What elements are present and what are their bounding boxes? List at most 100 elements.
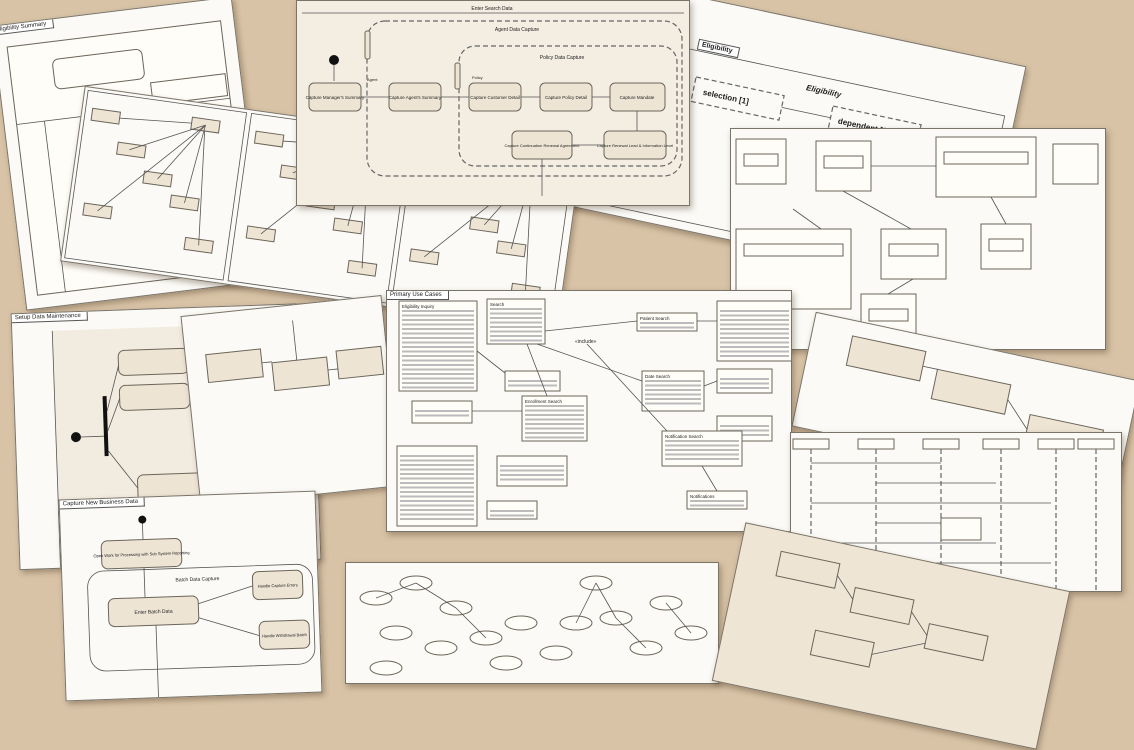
use-case-oval xyxy=(379,625,413,641)
use-case-entry xyxy=(402,337,474,339)
dependency-line xyxy=(990,196,1007,225)
strip-panel xyxy=(64,89,248,281)
region-policy: Policy Data Capture xyxy=(540,55,585,61)
lifeline-head xyxy=(1077,438,1115,450)
use-case-entry xyxy=(402,310,474,312)
association-line xyxy=(119,117,192,124)
svg-text:Capture Mandate: Capture Mandate xyxy=(620,95,655,100)
use-case-entry xyxy=(720,355,789,357)
use-case-entry xyxy=(720,346,789,348)
package-label: Date Search xyxy=(645,374,671,379)
state-enter-batch: Enter Batch Data xyxy=(134,609,172,616)
pin-policy-label: Policy xyxy=(472,75,483,80)
package-label: Notifications xyxy=(690,494,715,499)
use-case-entry xyxy=(490,330,542,333)
use-case-entry xyxy=(490,514,534,517)
lifeline-head xyxy=(1037,438,1075,450)
use-case-entry xyxy=(400,468,474,471)
use-case-entry xyxy=(640,322,694,324)
lifeline-head xyxy=(922,438,960,450)
application-diagram xyxy=(205,320,385,392)
use-case-entry xyxy=(400,464,474,466)
use-case-entry xyxy=(402,341,474,344)
use-case-entry xyxy=(720,328,789,330)
package-label: Notification Search xyxy=(665,434,703,439)
use-case-entry xyxy=(690,504,744,507)
component xyxy=(943,151,1029,165)
use-case-entry xyxy=(665,449,739,451)
bottom-right-activity-sheet xyxy=(711,522,1071,750)
class-box xyxy=(116,141,147,159)
package-label: Search xyxy=(490,302,505,307)
use-case-entry xyxy=(402,382,474,384)
link-line xyxy=(575,582,597,624)
use-case-entry xyxy=(490,326,542,328)
use-case-entry xyxy=(640,326,694,329)
pin-agent-label: Agent xyxy=(367,77,378,82)
use-case-package xyxy=(661,430,743,467)
link-line xyxy=(415,582,457,609)
include-line xyxy=(526,343,548,397)
state-capture-mandate: Capture Mandate xyxy=(609,82,666,112)
use-case-entry xyxy=(400,495,474,498)
state-capture-manager-summary: Capture Manager's Summary xyxy=(306,82,365,112)
svg-text:Capture Policy Detail: Capture Policy Detail xyxy=(545,95,587,100)
batch-state-diagram: Open Work for Processing with Sub System… xyxy=(87,515,316,698)
use-case-entry xyxy=(720,429,769,432)
initial-node xyxy=(329,55,339,65)
use-case-entry xyxy=(720,387,769,389)
association-line xyxy=(184,125,206,204)
use-case-entry xyxy=(645,384,701,387)
link-line xyxy=(595,582,617,619)
state-capture-continuation: Capture Continuation Renewal Agreement xyxy=(505,130,580,160)
use-case-entry xyxy=(525,423,584,425)
svg-text:Capture Agent's Summary: Capture Agent's Summary xyxy=(389,95,442,100)
state-capture-renewal-lead: Capture Renewal Lead & Information Level xyxy=(597,130,673,160)
use-case-ovals xyxy=(359,575,708,676)
use-case-entry xyxy=(720,323,789,326)
use-case-entry xyxy=(720,314,789,317)
state-capture-customer-detail: Capture Customer Detail xyxy=(468,82,522,112)
component xyxy=(743,243,844,257)
use-case-entry xyxy=(645,380,701,382)
use-case-entry xyxy=(645,389,701,391)
use-case-entry xyxy=(665,453,739,456)
use-case-entry xyxy=(720,319,789,321)
association-line xyxy=(157,124,206,180)
use-case-entry xyxy=(525,432,584,434)
component xyxy=(868,308,909,322)
link-line xyxy=(615,617,647,649)
class-box xyxy=(90,107,122,125)
use-case-entry xyxy=(525,436,584,439)
use-case-entry xyxy=(402,364,474,366)
association-line xyxy=(129,124,206,151)
package-label: Enrollment Search xyxy=(525,399,563,404)
use-case-entry xyxy=(402,314,474,317)
use-case-oval xyxy=(369,660,403,676)
region-agent: Agent Data Capture xyxy=(495,27,539,33)
capture-new-business-sheet: Capture New Business Data Open Work for … xyxy=(58,490,323,702)
use-case-entry xyxy=(402,373,474,375)
use-case-entry xyxy=(402,377,474,380)
component-diagram-sheet xyxy=(730,128,1106,350)
use-case-entry xyxy=(720,337,789,339)
use-case-entry xyxy=(400,482,474,484)
use-case-entry xyxy=(400,500,474,502)
link-line xyxy=(375,582,417,599)
use-case-entry xyxy=(645,402,701,405)
use-case-entry xyxy=(490,321,542,324)
use-case-entry xyxy=(500,465,564,467)
lifeline-head xyxy=(982,438,1020,450)
state-handle-withdrawal: Handle Withdrawal Batch xyxy=(262,632,307,639)
association-line xyxy=(97,124,206,212)
use-case-entry xyxy=(720,332,789,335)
use-case-entry xyxy=(490,308,542,310)
use-case-entry xyxy=(525,414,584,416)
use-case-entry xyxy=(720,434,769,436)
use-case-entry xyxy=(402,323,474,326)
use-case-entry xyxy=(415,414,469,417)
use-case-entry xyxy=(500,469,564,472)
use-case-entry xyxy=(400,504,474,507)
use-case-entry xyxy=(400,455,474,457)
use-case-entry xyxy=(720,350,789,353)
